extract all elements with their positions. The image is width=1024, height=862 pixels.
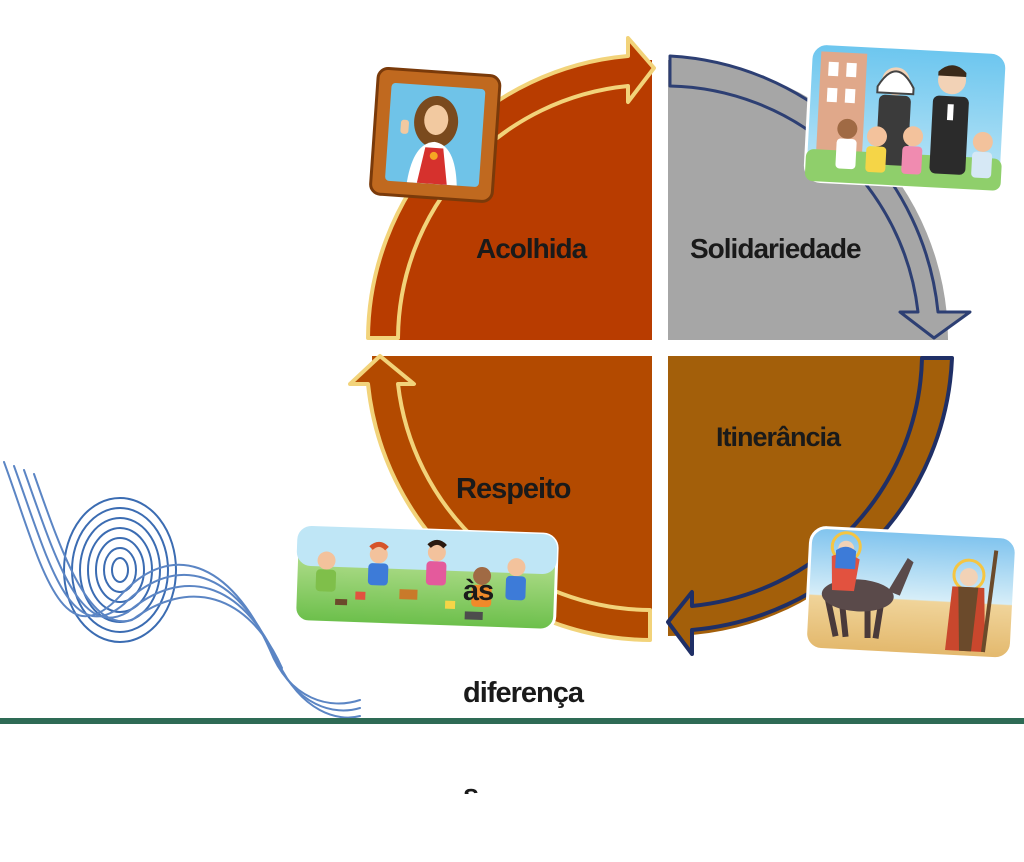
quadrant-respeito: [372, 356, 652, 636]
label-acolhida: Acolhida: [476, 233, 587, 264]
quadrant-acolhida: [372, 60, 652, 340]
label-respeito-line-4: s: [456, 778, 583, 794]
label-respeito-line-3: diferença: [456, 677, 584, 709]
label-respeito-line-1: Respeito: [456, 473, 571, 505]
cycle-diagram-svg: [3, 36, 1018, 719]
label-respeito: Respeito às diferença s: [456, 404, 584, 862]
fingerprint-icon: [3, 461, 361, 719]
jesus-icon: [369, 67, 502, 203]
religious-community-icon: [803, 42, 1009, 192]
label-itinerancia: Itinerância: [716, 422, 841, 452]
label-solidariedade: Solidariedade: [690, 233, 862, 264]
children-playing-icon: [293, 524, 559, 632]
quadrant-itinerancia: [668, 356, 948, 636]
holy-family-journey-icon: [804, 526, 1018, 661]
footer-bar: [0, 718, 1024, 724]
arrow-bottom-right: [666, 356, 954, 656]
label-respeito-line-2: às: [456, 575, 494, 607]
cycle-diagram: Acolhida Solidariedade Itinerância Respe…: [0, 36, 1024, 794]
quadrant-solidariedade: [668, 60, 948, 340]
